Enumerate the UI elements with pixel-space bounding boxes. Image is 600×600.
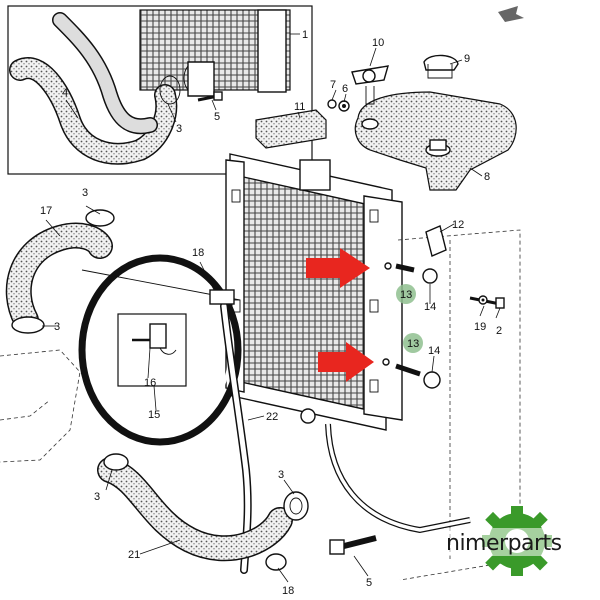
detail-box-16: [117, 313, 187, 387]
callout-8: 8: [484, 171, 490, 183]
callout-17: 17: [40, 205, 52, 217]
red-arrow-icon: [318, 342, 374, 382]
callout-7: 7: [330, 79, 336, 91]
brand-name: nimerparts: [446, 531, 562, 556]
mounting-hardware-lower: [382, 358, 441, 389]
callout-22: 22: [266, 411, 278, 423]
foam-block: [255, 109, 327, 149]
callout-18: 18: [192, 247, 204, 259]
callout-10: 10: [372, 37, 384, 49]
mounting-hardware-upper: [384, 262, 505, 309]
callout-5: 5: [214, 111, 220, 123]
inset-detail: [7, 5, 313, 175]
share-arrow-icon[interactable]: [498, 6, 524, 22]
callout-4: 4: [62, 87, 68, 99]
callout-19: 19: [474, 321, 486, 333]
clamp-18-lower: [265, 553, 287, 571]
callout-3: 3: [54, 321, 60, 333]
callout-6: 6: [342, 83, 348, 95]
marker-13-upper: [396, 284, 416, 304]
callout-15: 15: [148, 409, 160, 421]
callout-13: 13: [407, 338, 419, 350]
drain-pipe: [300, 408, 471, 555]
lower-hose-21: [97, 453, 293, 562]
red-arrow-icon: [306, 248, 370, 288]
upper-hose: [5, 209, 115, 334]
callout-5: 5: [366, 577, 372, 589]
callout-11: 11: [294, 101, 305, 113]
callout-16: 16: [144, 377, 156, 389]
small-parts-6-7: [327, 99, 350, 112]
callout-12: 12: [452, 219, 464, 231]
engine-outline: [0, 229, 521, 581]
callout-14: 14: [424, 301, 436, 313]
callout-3: 3: [176, 123, 182, 135]
callout-21: 21: [128, 549, 140, 561]
marker-13-lower: [403, 333, 423, 353]
callout-14: 14: [428, 345, 440, 357]
callout-2: 2: [496, 325, 502, 337]
callout-18: 18: [282, 585, 294, 597]
callout-3: 3: [82, 187, 88, 199]
callout-3: 3: [94, 491, 100, 503]
callout-3: 3: [278, 469, 284, 481]
bracket-12: [425, 225, 447, 257]
expansion-tank: [351, 54, 517, 191]
callout-1: 1: [302, 29, 308, 41]
callout-13: 13: [400, 289, 412, 301]
radiator-core: [225, 153, 403, 431]
clamp-lower: [283, 491, 309, 521]
callout-9: 9: [464, 53, 470, 65]
